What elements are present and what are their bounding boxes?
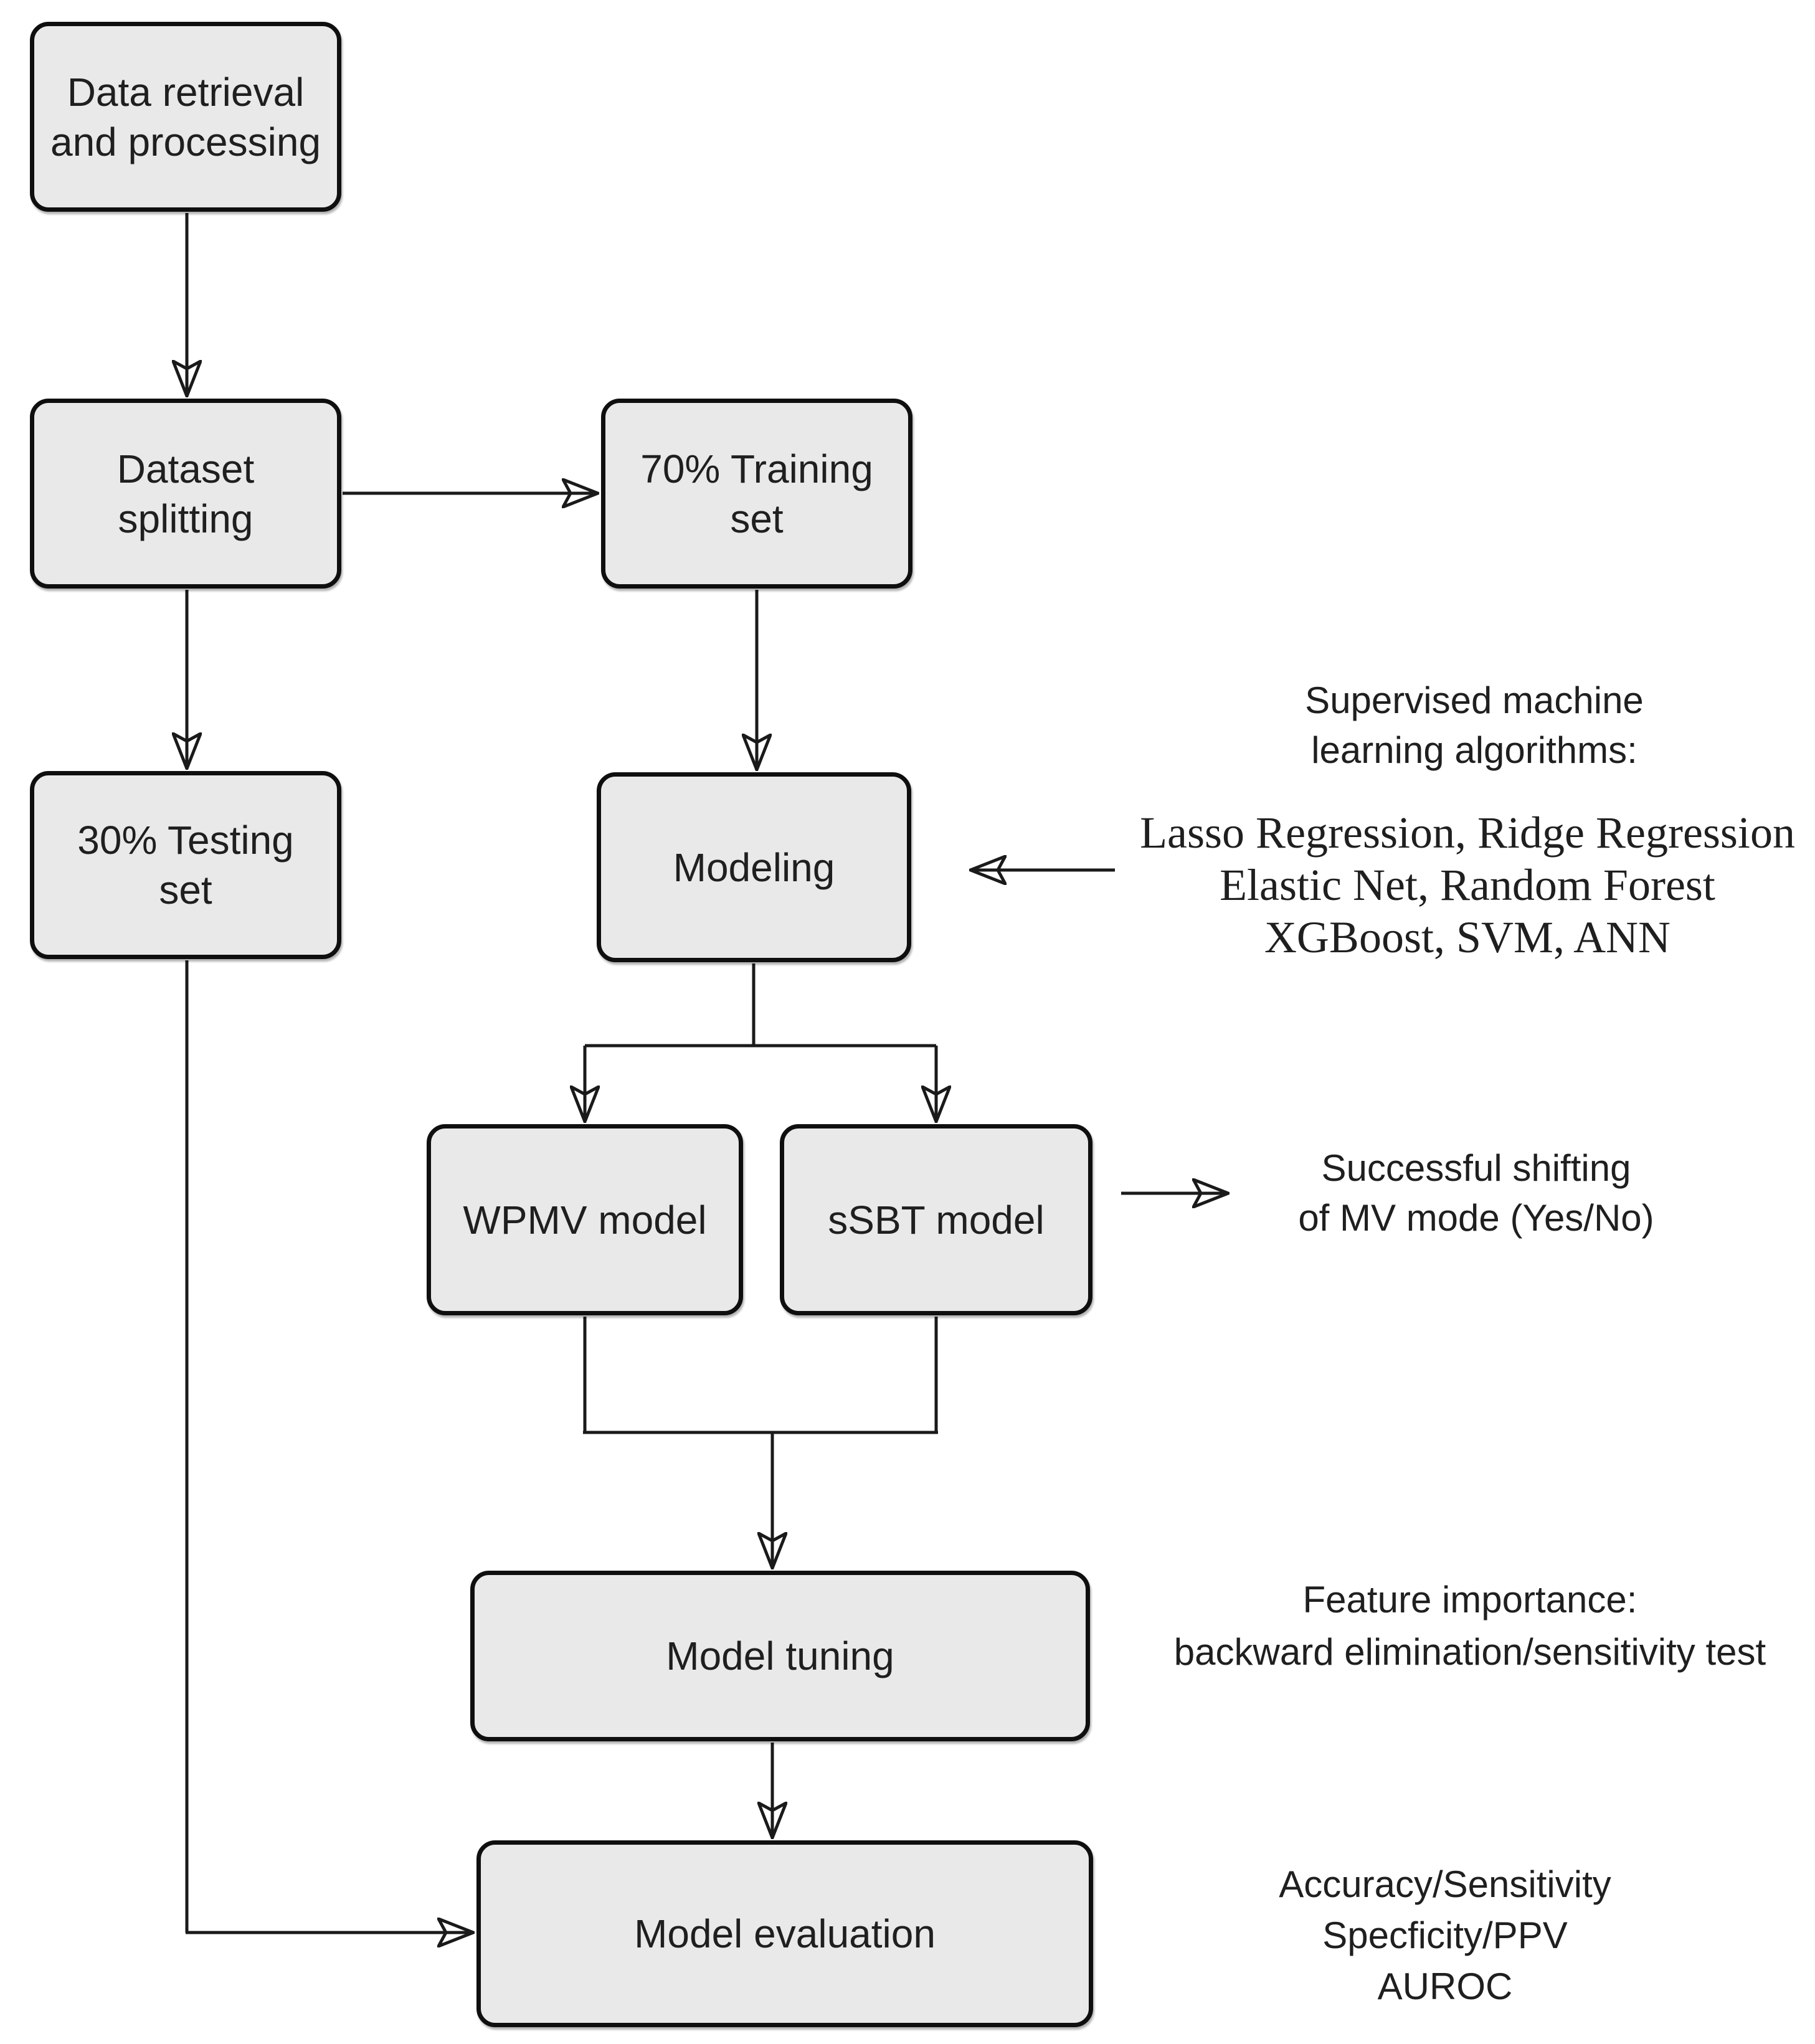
node-model-evaluation: Model evaluation	[476, 1840, 1093, 2027]
node-label: Model evaluation	[634, 1911, 936, 1956]
node-dataset-splitting: Dataset splitting	[30, 399, 341, 589]
node-label: sSBT model	[828, 1197, 1045, 1242]
node-ssbt-model: sSBT model	[780, 1124, 1092, 1315]
node-label: 70% Training set	[640, 446, 873, 541]
annotation-line: Supervised machine	[1305, 679, 1644, 721]
node-testing-set: 30% Testing set	[30, 771, 341, 959]
annotation-line: AUROC	[1377, 1966, 1513, 2007]
annotation-line: Specficity/PPV	[1322, 1914, 1568, 1956]
node-label: 30% Testing set	[77, 818, 294, 912]
annotation-feature-importance: Feature importance: backward elimination…	[972, 1574, 1815, 1678]
annotation-evaluation-metrics: Accuracy/Sensitivity Specficity/PPV AURO…	[1193, 1859, 1697, 2012]
node-label: Data retrieval and processing	[50, 69, 321, 164]
annotation-supervised-algorithms-heading: Supervised machine learning algorithms:	[1163, 676, 1786, 775]
annotation-line: of MV mode (Yes/No)	[1298, 1197, 1654, 1239]
node-data-retrieval: Data retrieval and processing	[30, 22, 341, 212]
annotation-line: Accuracy/Sensitivity	[1279, 1863, 1611, 1905]
node-label: WPMV model	[463, 1197, 707, 1242]
annotation-line: backward elimination/sensitivity test	[1173, 1631, 1766, 1673]
node-model-tuning: Model tuning	[470, 1571, 1090, 1741]
annotation-line: Successful shifting	[1321, 1147, 1631, 1189]
node-wpmv-model: WPMV model	[427, 1124, 743, 1315]
annotation-line: XGBoost, SVM, ANN	[1264, 912, 1671, 962]
annotation-line: learning algorithms:	[1311, 729, 1637, 771]
node-modeling: Modeling	[597, 772, 911, 962]
annotation-algorithm-list: Lasso Regression, Ridge Regression Elast…	[1120, 807, 1815, 963]
node-training-set: 70% Training set	[601, 399, 912, 589]
annotation-line: Lasso Regression, Ridge Regression	[1140, 808, 1795, 858]
node-label: Modeling	[673, 845, 835, 890]
node-label: Model tuning	[666, 1634, 894, 1678]
node-label: Dataset splitting	[116, 446, 255, 541]
annotation-successful-shifting: Successful shifting of MV mode (Yes/No)	[1224, 1143, 1728, 1243]
annotation-line: Elastic Net, Random Forest	[1220, 860, 1715, 910]
annotation-line: Feature importance:	[1302, 1579, 1637, 1621]
